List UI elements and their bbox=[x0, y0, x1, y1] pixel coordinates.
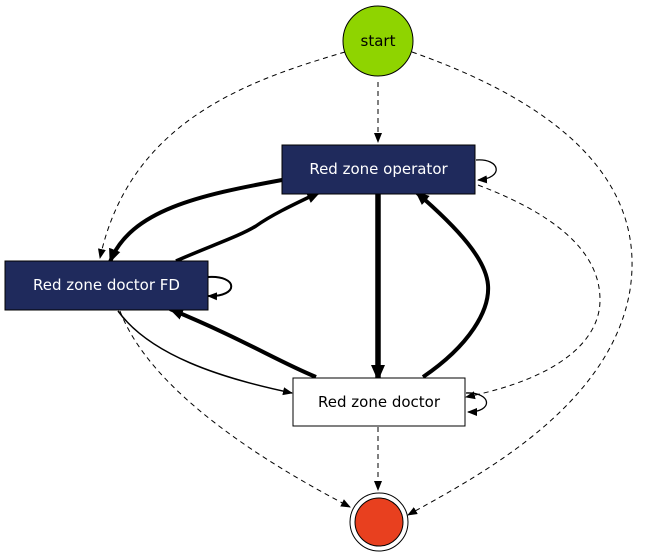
end-circle bbox=[354, 497, 404, 547]
red-zone-doctor-label: Red zone doctor bbox=[318, 393, 441, 411]
edge-doctor-to-operator bbox=[414, 190, 491, 379]
edge-doctor-to-doctor-fd bbox=[169, 307, 317, 379]
start-label: start bbox=[361, 32, 396, 50]
node-red-zone-operator[interactable]: Red zone operator bbox=[281, 144, 476, 195]
red-zone-doctor-box bbox=[292, 377, 466, 427]
edge-doctor-fd-to-end bbox=[119, 310, 351, 508]
edge-operator-to-doctor-fd bbox=[108, 178, 283, 263]
node-red-zone-doctor[interactable]: Red zone doctor bbox=[292, 377, 466, 427]
red-zone-operator-label: Red zone operator bbox=[309, 160, 448, 178]
edge-start-to-doctor-fd bbox=[98, 51, 346, 259]
edge-doctor-fd-self-loop bbox=[207, 275, 233, 301]
red-zone-doctor-fd-label: Red zone doctor FD bbox=[33, 276, 180, 294]
edge-operator-to-doctor-dashed bbox=[465, 184, 601, 400]
edge-doctor-fd-to-doctor bbox=[117, 310, 293, 396]
edge-start-to-end bbox=[407, 51, 633, 516]
node-red-zone-doctor-fd[interactable]: Red zone doctor FD bbox=[4, 260, 209, 311]
edge-doctor-fd-to-operator bbox=[175, 190, 321, 263]
edge-doctor-self-loop bbox=[465, 392, 488, 416]
edge-operator-self-loop bbox=[475, 159, 497, 184]
red-zone-operator-box bbox=[281, 144, 476, 195]
start-circle bbox=[342, 5, 414, 77]
node-start[interactable]: start bbox=[342, 5, 414, 77]
node-end[interactable] bbox=[349, 492, 409, 552]
red-zone-doctor-fd-box bbox=[4, 260, 209, 311]
